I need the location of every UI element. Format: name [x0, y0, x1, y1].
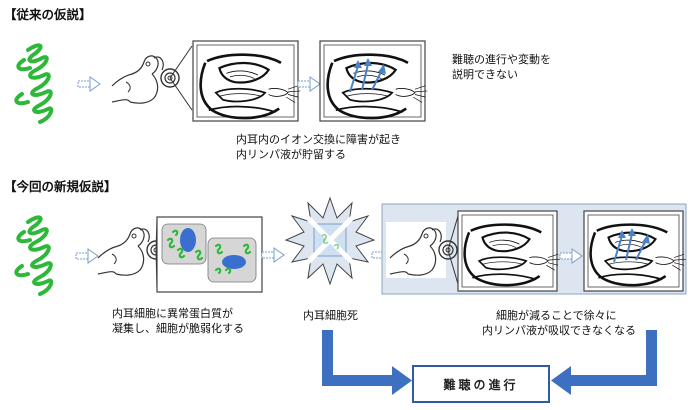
old-note-line1: 難聴の進行や変動を — [452, 53, 551, 66]
right-arrow-icon — [75, 248, 99, 264]
old-caption-line2: 内リンパ液が貯留する — [236, 148, 346, 161]
old-caption-line1: 内耳内のイオン交換に障害が起き — [236, 133, 401, 146]
cell-death-burst-icon — [284, 196, 376, 286]
right-arrow-icon — [297, 76, 321, 92]
old-note-line2: 説明できない — [452, 68, 518, 81]
hearing-loss-progression-box: 難聴の進行 — [412, 365, 550, 403]
zoom-line — [169, 77, 193, 111]
right-elbow-arrow — [551, 330, 657, 395]
new-caption3-line2: 内リンパ液が吸収できなくなる — [482, 324, 636, 337]
new-hypothesis-heading: 【今回の新規仮説】 — [4, 179, 117, 194]
protein-coil-icon — [14, 215, 54, 296]
protein-coil-icon — [14, 43, 54, 124]
old-hypothesis-heading: 【従来の仮説】 — [4, 7, 92, 22]
ear-head-icon — [111, 55, 180, 104]
new-caption1-line1: 内耳細胞に異常蛋白質が — [112, 307, 233, 320]
progression-panel — [381, 203, 688, 295]
ear-head-icon — [97, 227, 166, 276]
zoom-line — [169, 45, 193, 79]
right-arrow-icon — [261, 247, 285, 263]
new-caption3-line1: 細胞が減ることで徐々に — [496, 309, 617, 322]
new-caption2: 内耳細胞死 — [303, 309, 358, 322]
new-caption1-line2: 凝集し、細胞が脆弱化する — [112, 322, 244, 335]
right-arrow-icon — [77, 76, 101, 92]
cells-panel — [156, 216, 263, 293]
cochlea-panel-normal — [192, 40, 302, 122]
left-elbow-arrow — [322, 330, 412, 395]
cochlea-panel-hydrops — [319, 40, 429, 122]
